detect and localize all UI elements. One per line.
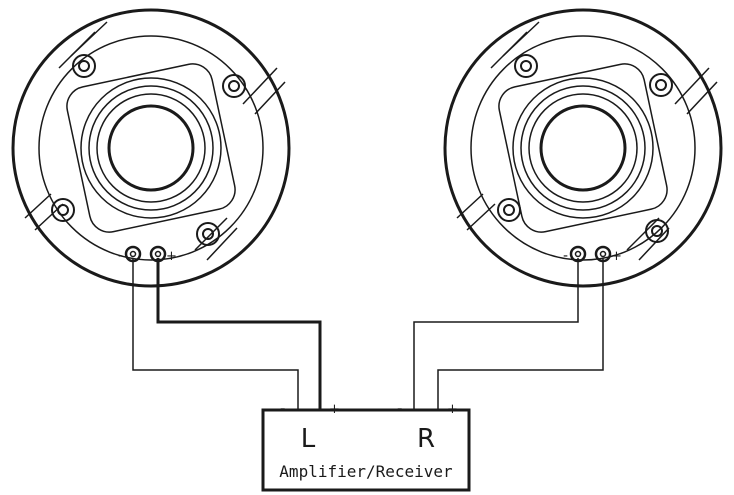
wires bbox=[132, 258, 604, 410]
right-speaker-basket bbox=[498, 63, 668, 233]
right-speaker-surround bbox=[512, 77, 654, 219]
left-speaker-screw-holes bbox=[51, 54, 246, 246]
right-speaker-rim bbox=[443, 8, 723, 288]
left-speaker-basket bbox=[66, 63, 236, 233]
left-speaker-surround bbox=[80, 77, 222, 219]
left-speaker-cone bbox=[96, 93, 206, 203]
right-speaker: - + bbox=[443, 8, 723, 288]
left-speaker-pos-symbol: + bbox=[166, 249, 177, 264]
left-speaker-rim bbox=[11, 8, 291, 288]
left-speaker-mount-tabs bbox=[24, 21, 286, 261]
left-speaker-terminals: - + bbox=[118, 245, 177, 264]
right-speaker-dustcap bbox=[539, 104, 627, 192]
left-speaker: - + bbox=[11, 8, 291, 288]
screw-icon bbox=[72, 54, 96, 78]
amp-left-pos-symbol: + bbox=[329, 402, 340, 417]
right-speaker-surround-inner bbox=[520, 85, 646, 211]
left-positive-wire bbox=[156, 258, 322, 410]
right-negative-wire bbox=[413, 258, 579, 410]
amp-right-pos-symbol: + bbox=[447, 402, 458, 417]
amp-name-label: Amplifier/Receiver bbox=[279, 462, 453, 481]
right-speaker-pos-symbol: + bbox=[611, 249, 622, 264]
amplifier-receiver: - + - + L R Amplifier/Receiver bbox=[261, 399, 471, 492]
left-speaker-surround-inner bbox=[88, 85, 214, 211]
left-speaker-neg-symbol: - bbox=[118, 248, 123, 264]
screw-icon bbox=[514, 54, 538, 78]
right-speaker-mount-tabs bbox=[456, 21, 718, 261]
right-positive-wire bbox=[437, 258, 604, 410]
right-speaker-screw-holes bbox=[497, 54, 673, 243]
screw-icon bbox=[222, 74, 246, 98]
screw-icon bbox=[196, 222, 220, 246]
amp-left-neg-symbol: - bbox=[280, 399, 285, 417]
left-speaker-dustcap bbox=[107, 104, 195, 192]
right-speaker-frame bbox=[470, 35, 696, 261]
amp-right-neg-symbol: - bbox=[397, 399, 402, 417]
screw-icon bbox=[497, 198, 521, 222]
right-speaker-neg-symbol: - bbox=[563, 248, 568, 264]
screw-icon bbox=[649, 73, 673, 97]
left-speaker-frame bbox=[38, 35, 264, 261]
right-speaker-terminals: - + bbox=[563, 245, 622, 264]
right-speaker-cone bbox=[528, 93, 638, 203]
screw-icon bbox=[51, 198, 75, 222]
amp-left-channel-label: L bbox=[301, 424, 316, 454]
left-negative-wire bbox=[132, 258, 299, 410]
screw-icon bbox=[645, 219, 669, 243]
amplifier-box bbox=[261, 408, 471, 492]
amp-right-channel-label: R bbox=[417, 424, 435, 454]
